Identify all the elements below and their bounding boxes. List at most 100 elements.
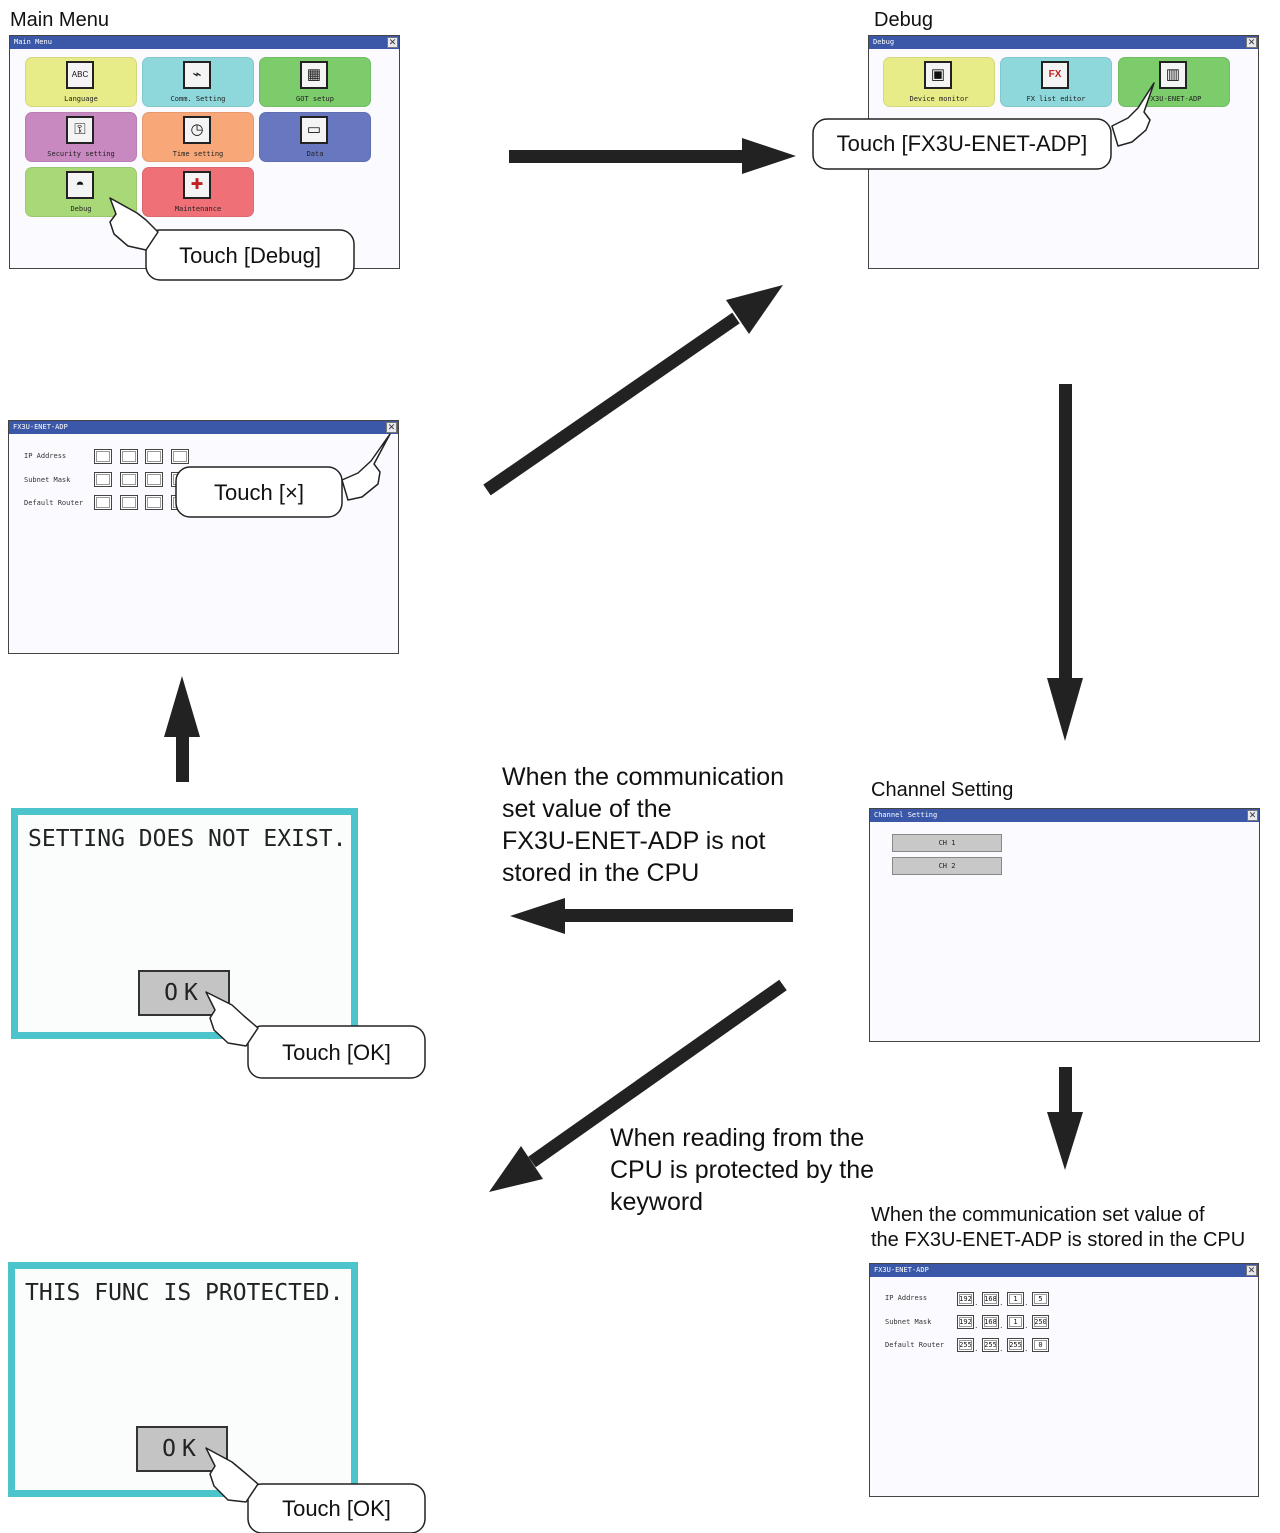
close-icon[interactable]: ✕ [1246,37,1257,48]
callout-touch-fx3u: Touch [FX3U-ENET-ADP] [836,131,1088,156]
arrow-diagonal-up-line [483,312,740,496]
callout-touch-ok-1: Touch [OK] [282,1040,391,1065]
subnet-mask-label: Subnet Mask [24,476,71,484]
tile-label: Comm. Setting [170,95,226,103]
hand-icon-fx3u [1111,82,1155,147]
main-menu-caption: Main Menu [10,9,109,31]
subnet-octet-field[interactable]: 192 [957,1315,974,1329]
arrow-down [1047,384,1083,741]
router-octet-field[interactable] [94,495,112,510]
got-setup-tile[interactable]: ▦ GOT setup [259,57,371,107]
callout-ok1-bubble [247,1025,426,1079]
fx3u-stored-screen: FX3U-ENET-ADP ✕ IP Address Subnet Mask D… [869,1263,1259,1497]
fx-list-editor-tile[interactable]: FX FX list editor [1000,57,1112,107]
callout-touch-x: Touch [×] [214,480,304,505]
subnet-octet-field[interactable] [145,472,163,487]
device-monitor-tile[interactable]: ▣ Device monitor [883,57,995,107]
fx3u-titlebar: FX3U-ENET-ADP ✕ [9,421,398,434]
device-monitor-icon: ▣ [924,61,952,89]
router-octet-field[interactable]: 0 [1032,1338,1049,1352]
router-octet-field[interactable]: 255 [982,1338,999,1352]
channel-setting-screen: Channel Setting ✕ CH 1 CH 2 [869,808,1260,1042]
callout-debug-bubble [145,229,355,281]
close-icon[interactable]: ✕ [387,37,398,48]
ip-octet-field[interactable] [171,449,189,464]
fx3u-title: FX3U-ENET-ADP [13,423,68,431]
ip-octet-field[interactable]: 5 [1032,1292,1049,1306]
debug-titlebar: Debug ✕ [869,36,1258,49]
main-menu-titlebar: Main Menu ✕ [10,36,399,49]
router-octet-field[interactable] [145,495,163,510]
hand-icon-x [341,433,391,501]
subnet-octet-field[interactable]: 168 [982,1315,999,1329]
ch2-button[interactable]: CH 2 [892,857,1002,875]
language-tile[interactable]: ABC Language [25,57,137,107]
arrow-diagonal-down-line [528,979,787,1168]
default-router-label: Default Router [885,1341,945,1349]
arrow-left [510,898,793,934]
key-icon: ⚿ [66,116,94,144]
got-setup-icon: ▦ [300,61,328,89]
callout-ok2-bubble [247,1483,426,1533]
tile-label: Data [306,150,324,158]
maintenance-icon: ✚ [183,171,211,199]
subnet-octet-field[interactable] [94,472,112,487]
tile-label: Security setting [47,150,115,158]
tile-label: Language [64,95,98,103]
ip-octet-field[interactable] [94,449,112,464]
fx3u-enet-adp-tile[interactable]: ▥ FX3U-ENET-ADP [1118,57,1230,107]
ip-octet-field[interactable] [120,449,138,464]
arrow-up [164,676,200,782]
tile-label: Device monitor [909,95,969,103]
ip-octet-field[interactable] [145,449,163,464]
folder-icon: ▭ [300,116,328,144]
stored-note: When the communication set value of the … [871,1204,1246,1251]
tile-label: Time setting [172,150,224,158]
ip-octet-field[interactable]: 1 [1007,1292,1024,1306]
language-icon: ABC [66,61,94,89]
setting-not-exist-dialog: SETTING DOES NOT EXIST. OK [11,808,358,1039]
close-icon[interactable]: ✕ [386,422,397,433]
callout-touch-debug: Touch [Debug] [179,243,321,268]
subnet-octet-field[interactable] [120,472,138,487]
debug-caption: Debug [874,9,933,31]
maintenance-tile[interactable]: ✚ Maintenance [142,167,254,217]
channel-title: Channel Setting [874,811,938,819]
channel-setting-caption: Channel Setting [871,779,1014,801]
security-setting-tile[interactable]: ⚿ Security setting [25,112,137,162]
fx3u-enet-adp-icon: ▥ [1159,61,1187,89]
ch1-button[interactable]: CH 1 [892,834,1002,852]
router-octet-field[interactable] [120,495,138,510]
tile-label: Maintenance [174,205,222,213]
dialog-message: THIS FUNC IS PROTECTED. [25,1280,344,1306]
callout-x-bubble [175,466,343,518]
fx3u-titlebar: FX3U-ENET-ADP ✕ [870,1264,1258,1277]
ip-octet-field[interactable]: 168 [982,1292,999,1306]
callout-touch-ok-2: Touch [OK] [282,1496,391,1521]
arrow-right [509,138,796,174]
ok-button[interactable]: OK [136,1426,228,1472]
data-tile[interactable]: ▭ Data [259,112,371,162]
tile-label: Debug [70,205,92,213]
arrow-diagonal-down-head [489,1146,543,1192]
close-icon[interactable]: ✕ [1246,1265,1257,1276]
router-octet-field[interactable]: 255 [1007,1338,1024,1352]
ip-octet-field[interactable]: 192 [957,1292,974,1306]
fx3u-title: FX3U-ENET-ADP [874,1266,929,1274]
close-icon[interactable]: ✕ [1247,810,1258,821]
subnet-octet-field[interactable]: 1 [1007,1315,1024,1329]
debug-icon: ◓ [66,171,94,199]
protected-note: When reading from the CPU is protected b… [610,1124,875,1216]
time-setting-tile[interactable]: ◷ Time setting [142,112,254,162]
router-octet-field[interactable]: 255 [957,1338,974,1352]
subnet-octet-field[interactable]: 250 [1032,1315,1049,1329]
ip-address-label: IP Address [885,1294,928,1302]
comm-setting-tile[interactable]: ⌁ Comm. Setting [142,57,254,107]
arrow-down-short [1047,1067,1083,1170]
arrow-diagonal-up-head [726,285,783,334]
hand-icon-debug [109,197,159,251]
dialog-message: SETTING DOES NOT EXIST. [28,826,347,852]
debug-title: Debug [873,38,895,46]
hand-icon-ok1 [205,991,259,1047]
